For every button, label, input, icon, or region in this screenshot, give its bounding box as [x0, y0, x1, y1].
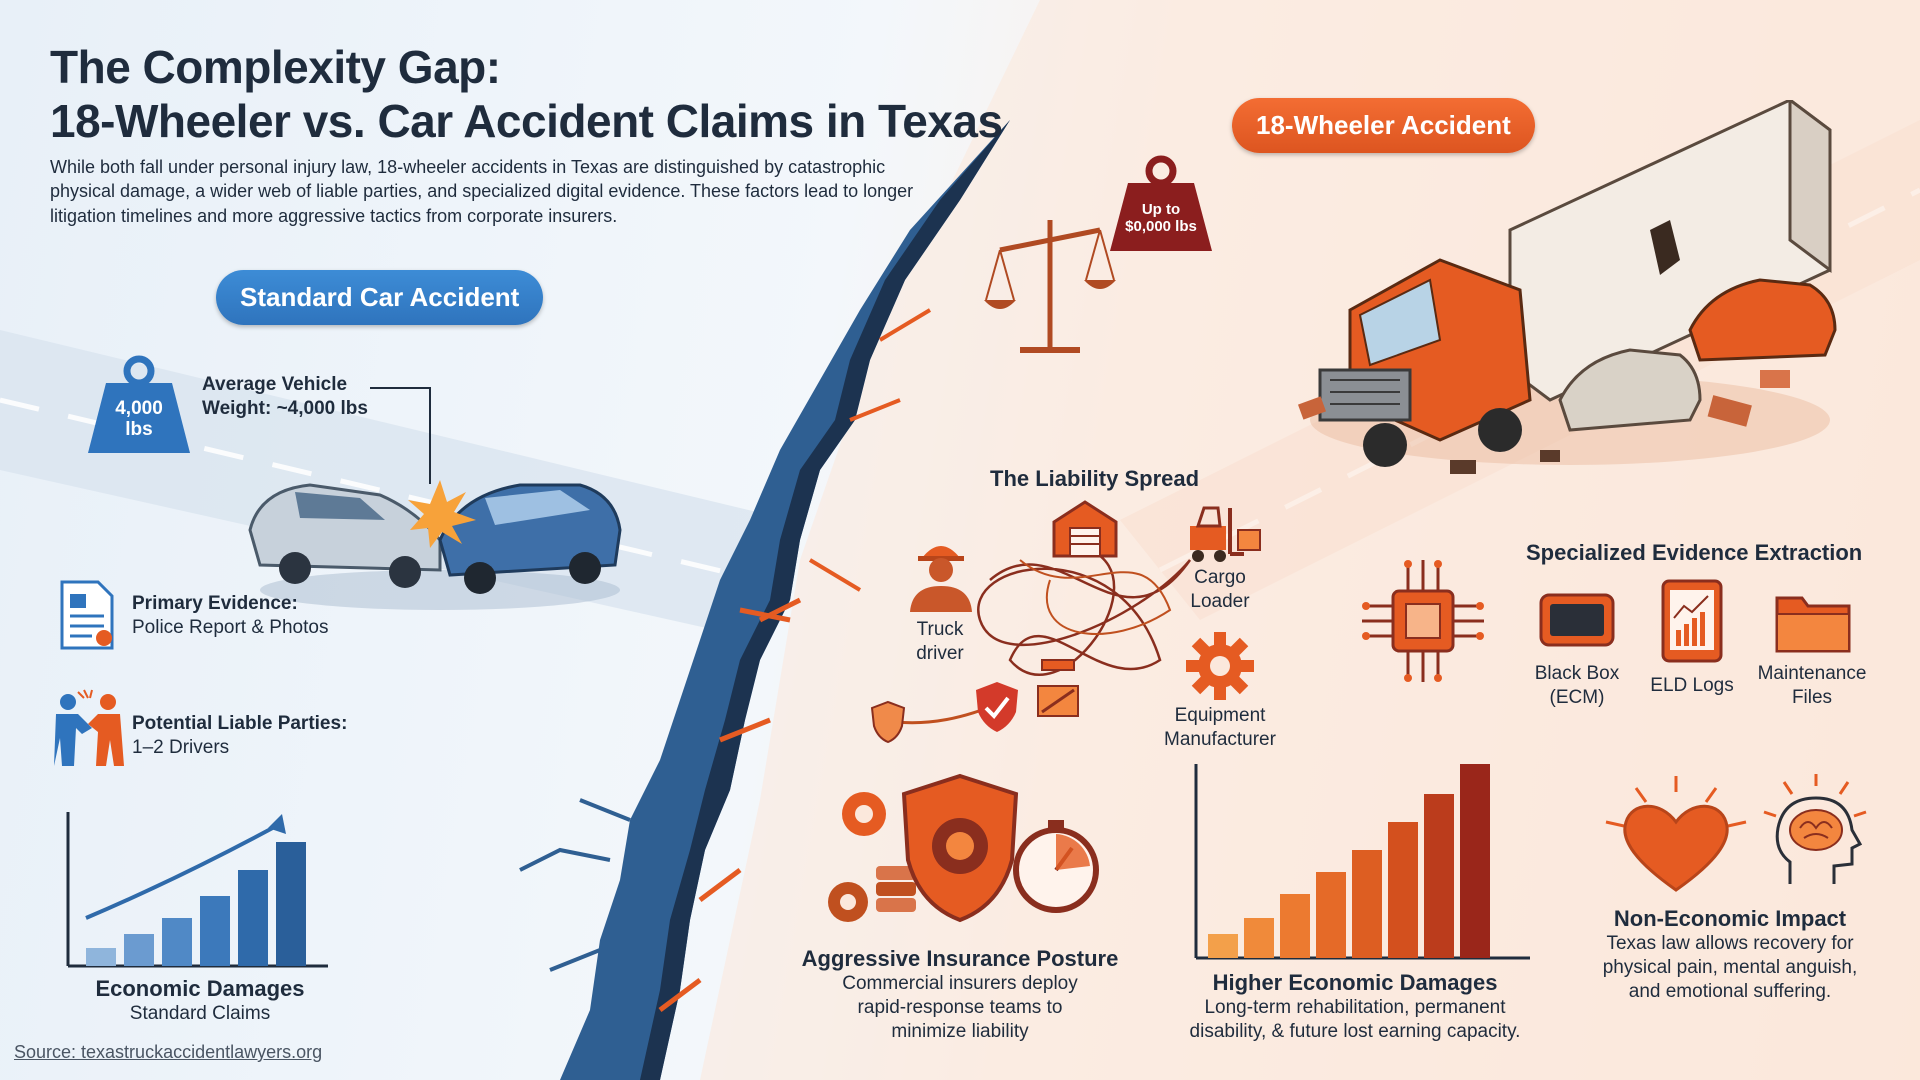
aggressive-insurance-posture: Aggressive Insurance Posture Commercial … [801, 946, 1119, 1042]
evidence-eld-logs: ELD Logs [1650, 675, 1734, 696]
warning-sign-icon [1037, 659, 1079, 717]
potential-liable-parties: Potential Liable Parties: 1–2 Drivers [132, 713, 348, 758]
scales-icon [984, 220, 1116, 353]
weight-icon [1110, 155, 1212, 251]
document-icon [60, 580, 114, 650]
shield-icon [870, 700, 906, 744]
non-economic-impact: Non-Economic Impact Texas law allows rec… [1602, 906, 1858, 1002]
gear-icon [1186, 632, 1254, 700]
car-weight-badge: 4,000 lbs [84, 355, 194, 455]
truck-crash-icon [1297, 100, 1837, 474]
worker-icon [910, 546, 972, 612]
source-link[interactable]: Source: texastruckaccidentlawyers.org [14, 1042, 323, 1062]
evidence-black-box: Black Box (ECM) [1534, 663, 1620, 708]
economic-damages-label: Economic Damages Standard Claims [95, 976, 305, 1024]
weight-icon [88, 355, 190, 453]
party-equipment-manufacturer: Equipment Manufacturer [1164, 705, 1276, 750]
handshake-icon [54, 689, 124, 766]
car-weight-label: Average Vehicle Weight: ~4,000 lbs [202, 374, 368, 419]
shield-check-icon [976, 682, 1018, 732]
party-cargo-loader: Cargo Loader [1190, 567, 1250, 612]
forklift-icon [1190, 506, 1261, 562]
circuit-chip-icon [1362, 560, 1484, 682]
brain-head-icon [1763, 774, 1867, 884]
black-box-icon [1539, 593, 1615, 647]
shield-gear-icon [828, 773, 1099, 923]
callout-line [370, 387, 431, 484]
evidence-maintenance-files: Maintenance Files [1757, 663, 1867, 708]
primary-evidence: Primary Evidence: Police Report & Photos [132, 593, 329, 638]
car-crash-icon [248, 480, 622, 610]
truck-weight-badge: Up to $0,000 lbs [1108, 155, 1214, 255]
bar-chart-icon [1194, 764, 1530, 960]
page-subtitle: While both fall under personal injury la… [50, 157, 914, 226]
page-title: The Complexity Gap: 18-Wheeler vs. Car A… [50, 41, 1003, 148]
higher-economic-damages: Higher Economic Damages Long-term rehabi… [1189, 970, 1521, 1042]
18-wheeler-accident-pill: 18-Wheeler Accident [1232, 98, 1535, 153]
liability-spread-title: The Liability Spread [990, 466, 1200, 491]
tablet-chart-icon [1661, 579, 1723, 663]
growth-chart-icon [66, 812, 328, 968]
party-truck-driver: Truck driver [916, 619, 964, 664]
evidence-extraction-title: Specialized Evidence Extraction [1526, 540, 1863, 565]
standard-car-accident-pill: Standard Car Accident [216, 270, 544, 325]
warehouse-icon [1052, 500, 1118, 558]
folder-icon [1775, 596, 1851, 653]
heart-icon [1605, 776, 1747, 892]
